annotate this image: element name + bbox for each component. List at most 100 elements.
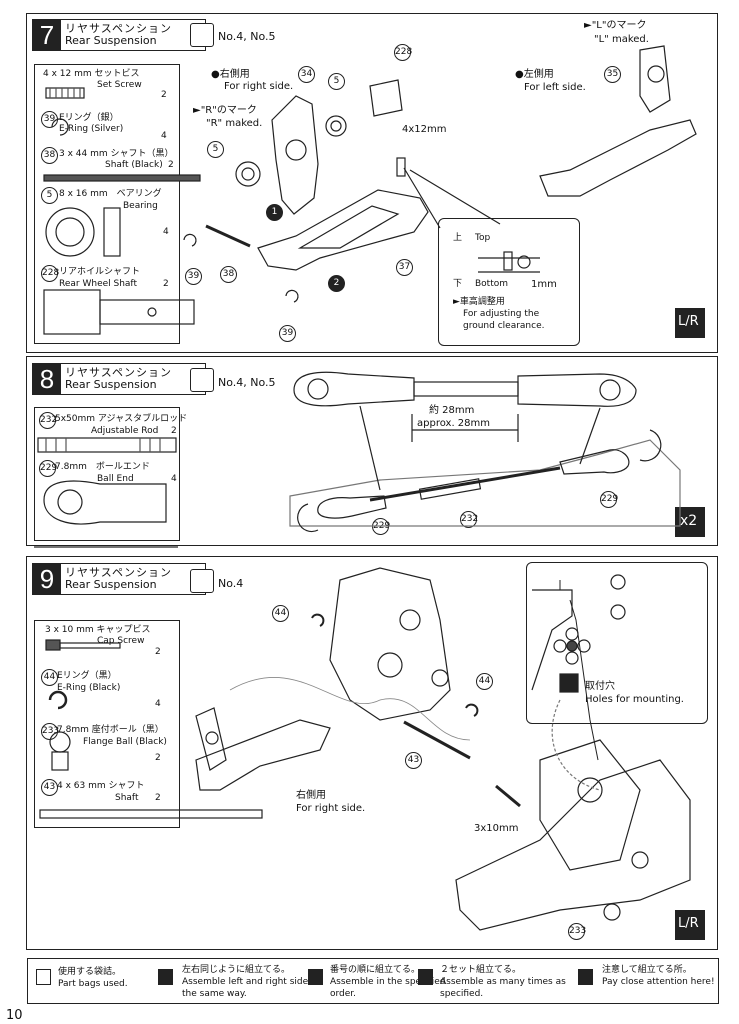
right-side-jp: 右側用 — [296, 790, 326, 801]
part-label: 44 — [476, 673, 493, 690]
part-label: 5 — [328, 73, 345, 90]
rear-assembly-drawing — [195, 567, 691, 931]
part-jp: 7.8mm 座付ボール（黒） — [57, 725, 164, 735]
legend-en: order. — [330, 989, 357, 999]
part-num: 43 — [41, 779, 58, 796]
top-jp: 上 — [453, 233, 463, 243]
part-num: 5 — [41, 187, 58, 204]
rod-assembly-drawing — [289, 371, 681, 533]
legend-jp: 注意して組立てる所。 — [602, 965, 692, 975]
part-qty: 2 — [168, 160, 174, 170]
part-jp: Eリング（黒） — [57, 671, 117, 681]
length-jp: 約 28mm — [429, 405, 475, 416]
legend-en: Pay close attention here! — [602, 977, 715, 987]
shaft-43-drawing — [39, 809, 263, 819]
left-side-jp: ●左側用 — [515, 69, 554, 80]
part-label: 228 — [394, 44, 412, 61]
part-label: 34 — [298, 66, 315, 83]
part-num: 228 — [41, 265, 59, 282]
part-jp: 3 x 10 mm キャップビス — [45, 625, 151, 635]
part-label: 38 — [220, 266, 237, 283]
part-label: 229 — [600, 491, 618, 508]
parts-list-9: 3 x 10 mm キャップビス Cap Screw 2 44 Eリング（黒） … — [34, 620, 180, 828]
adjust-jp: ►車高調整用 — [453, 297, 505, 307]
length-en: approx. 28mm — [417, 418, 491, 429]
ball-end-drawing — [43, 480, 167, 525]
part-en: Ball End — [97, 474, 134, 484]
part-jp: リアホイルシャフト — [59, 267, 141, 277]
part-jp: 4 x 63 mm シャフト — [57, 781, 145, 791]
wheel-shaft-drawing — [43, 289, 101, 335]
step-number: 9 — [33, 564, 61, 594]
adjustable-rod-drawing — [37, 437, 177, 453]
l-mark-en: "L" maked. — [594, 34, 649, 45]
bag-icon — [36, 969, 51, 985]
part-num: 44 — [41, 669, 58, 686]
holes-jp: 取付穴 — [585, 681, 615, 692]
part-qty: 2 — [171, 426, 177, 436]
screw-size: 4x12mm — [402, 124, 447, 135]
order-mark: 2 — [328, 275, 345, 292]
lr-badge: L/R — [675, 910, 705, 940]
step-number: 7 — [33, 20, 61, 50]
part-label: 39 — [185, 268, 202, 285]
lr-badge: L/R — [675, 308, 705, 338]
part-en: Rear Wheel Shaft — [59, 279, 137, 289]
bags-used: No.4, No.5 — [218, 30, 276, 43]
part-en: Flange Ball (Black) — [83, 737, 167, 747]
title-jp: リヤサスペンション — [65, 566, 173, 579]
title-en: Rear Suspension — [65, 378, 157, 391]
step-8-title: 8 リヤサスペンション Rear Suspension — [32, 363, 206, 395]
screw-size: 3x10mm — [474, 823, 519, 834]
left-side-en: For left side. — [524, 82, 586, 93]
top-en: Top — [475, 233, 491, 243]
part-en: Shaft (Black) — [105, 160, 163, 170]
part-label: 5 — [207, 141, 224, 158]
step-8-panel — [26, 356, 718, 546]
part-qty: 4 — [163, 227, 169, 237]
bearing-drawing — [45, 207, 95, 257]
part-qty: 4 — [171, 474, 177, 484]
legend-en: Assemble left and right sides — [182, 977, 313, 987]
part-en: E-Ring (Black) — [57, 683, 121, 693]
title-jp: リヤサスペンション — [65, 366, 173, 379]
legend-jp: 左右同じように組立てる。 — [182, 965, 291, 975]
part-qty: 2 — [163, 279, 169, 289]
right-side-en: For right side. — [296, 803, 366, 814]
shaft-drawing — [43, 174, 201, 182]
legend-en: specified. — [440, 989, 484, 999]
step-9-title: 9 リヤサスペンション Rear Suspension — [32, 563, 206, 595]
holes-en: Holes for mounting. — [585, 694, 684, 705]
part-en: E-Ring (Silver) — [59, 124, 124, 134]
bags-used: No.4, No.5 — [218, 376, 276, 389]
set-screw-drawing — [45, 87, 85, 99]
part-en: Cap Screw — [97, 636, 145, 646]
title-jp: リヤサスペンション — [65, 22, 173, 35]
order-icon — [308, 969, 323, 985]
part-label: 39 — [279, 325, 296, 342]
legend-jp: ２セット組立てる。 — [440, 965, 522, 975]
l-mark-jp: ►"L"のマーク — [584, 20, 647, 31]
legend-jp: 番号の順に組立てる。 — [330, 965, 421, 975]
flange-ball-drawing — [49, 731, 71, 753]
part-jp: 3 x 44 mm シャフト（黒） — [59, 149, 174, 159]
bag-icon — [190, 23, 214, 47]
e-ring-black-drawing — [48, 690, 68, 710]
legend-en: Part bags used. — [58, 979, 128, 989]
bags-used: No.4 — [218, 577, 244, 590]
part-en: Set Screw — [97, 80, 142, 90]
part-qty: 4 — [155, 699, 161, 709]
r-mark-jp: ►"R"のマーク — [193, 105, 257, 116]
right-side-jp: ●右側用 — [211, 69, 250, 80]
part-en: Adjustable Rod — [91, 426, 159, 436]
legend-bar: 使用する袋詰。 Part bags used. 左右同じように組立てる。 Ass… — [27, 958, 719, 1004]
title-en: Rear Suspension — [65, 578, 157, 591]
ground-clearance-detail: 上 Top 下 Bottom 1mm ►車高調整用 For adjusting … — [438, 218, 580, 346]
bottom-jp: 下 — [453, 279, 463, 289]
part-qty: 2 — [161, 90, 167, 100]
r-mark-en: "R" maked. — [206, 118, 263, 129]
rear-arm-right-drawing — [183, 79, 429, 303]
part-qty: 2 — [155, 793, 161, 803]
step-9-panel — [26, 556, 718, 950]
